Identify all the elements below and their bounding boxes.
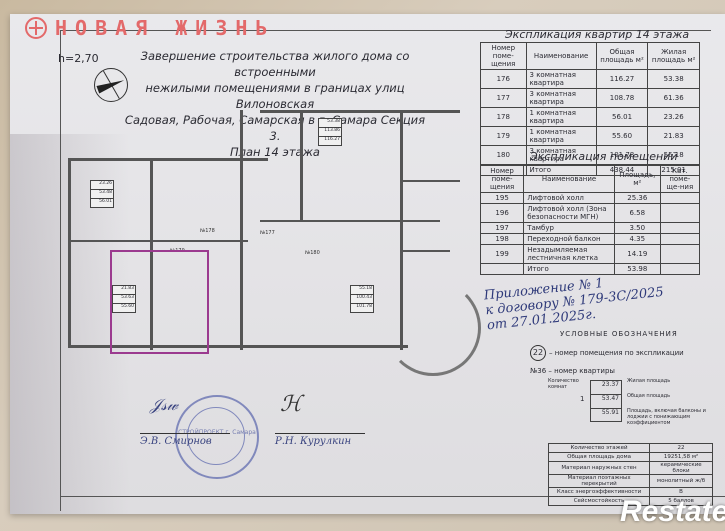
- highlighted-apartment-outline: [110, 250, 209, 354]
- legend-rooms-count: 1: [580, 395, 585, 403]
- title-line: Садовая, Рабочая, Самарская в г. Самара …: [124, 113, 426, 143]
- title-line: Завершение строительства жилого дома со …: [140, 49, 410, 79]
- room-number-circle-icon: 22: [530, 345, 546, 361]
- drawing-frame: [60, 30, 711, 511]
- watermark-logo: Restate: [620, 495, 725, 528]
- legend-balcony-label: Площадь, включая балконы и лоджии с пони…: [627, 408, 706, 426]
- legend-living-label: Жилая площадь: [627, 378, 671, 384]
- brand-name: НОВАЯ ЖИЗНЬ: [55, 16, 276, 40]
- title-line: План 14 этажа: [230, 145, 320, 159]
- signature-right: Р.Н. Курулкин: [275, 433, 365, 447]
- compass-icon: [94, 68, 128, 102]
- legend-apt-marker: №36 – номер квартиры: [530, 367, 615, 375]
- drawing-title: Завершение строительства жилого дома со …: [120, 48, 430, 160]
- stamp-icon: СТРОЙПРОЕКТ г. Самара: [175, 395, 259, 479]
- apartments-table-title: Экспликация квартир 14 этажа: [505, 28, 690, 41]
- premises-table-title: Экспликация помещений: [530, 150, 678, 163]
- apartment-label: №178: [200, 228, 215, 234]
- legend-rooms-label: Количество комнат: [548, 378, 579, 390]
- brand-logo-icon: [25, 17, 47, 39]
- apartment-label: №180: [305, 250, 320, 256]
- frame-bottom-line: [60, 496, 725, 497]
- signature-scribble-left: 𝒥𝓈𝓌: [150, 395, 179, 414]
- apartment-label: №177: [260, 230, 275, 236]
- signature-scribble-right: ℋ: [280, 392, 302, 417]
- legend-room-marker: 22– номер помещения по экспликации: [530, 345, 684, 361]
- ceiling-height: h=2,70: [58, 52, 99, 65]
- brand: НОВАЯ ЖИЗНЬ: [25, 16, 275, 40]
- signature-left: Э.В. Смирнов: [140, 433, 230, 447]
- title-line: нежилыми помещениями в границах улиц Вил…: [145, 81, 405, 111]
- legend-total-label: Общая площадь: [627, 393, 671, 399]
- legend-title: УСЛОВНЫЕ ОБОЗНАЧЕНИЯ: [560, 330, 678, 338]
